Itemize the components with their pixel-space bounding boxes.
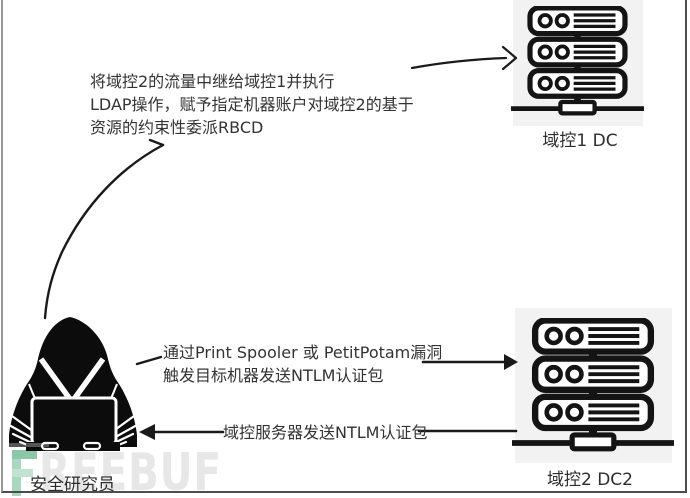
annotation-relay-line3: 资源的约束性委派RBCD [90,118,264,137]
attacker-label: 安全研究员 [30,475,115,495]
annotation-relay-line2: LDAP操作，赋予指定机器账户对域控2的基于 [90,95,414,114]
annotation-trigger-line1: 通过Print Spooler 或 PetitPotam漏洞 [163,343,443,362]
hooded-hacker-icon [7,317,139,451]
clipart-credit-watermark [7,443,49,447]
arrow-to-dc2 [421,354,518,370]
annotation-relay-rbcd: 将域控2的流量中继给域控1并执行 LDAP操作，赋予指定机器账户对域控2的基于 … [90,70,414,139]
trigger-dash-connector [135,355,163,366]
annotation-dc-response: 域控服务器发送NTLM认证包 [223,423,428,442]
annotation-trigger-line2: 触发目标机器发送NTLM认证包 [163,366,384,385]
freebuf-watermark-text: REEBUF [39,443,222,498]
arrow-to-dc1 [410,45,518,71]
annotation-trigger-ntlm: 通过Print Spooler 或 PetitPotam漏洞 触发目标机器发送N… [163,341,442,387]
relay-curve-connector [43,138,165,320]
dc1-label: 域控1 DC [542,131,618,151]
freebuf-logo-icon [12,450,37,496]
dc2-label: 域控2 DC2 [547,470,633,490]
arrow-from-dc2 [139,424,518,440]
annotation-relay-line1: 将域控2的流量中继给域控1并执行 [90,72,335,91]
